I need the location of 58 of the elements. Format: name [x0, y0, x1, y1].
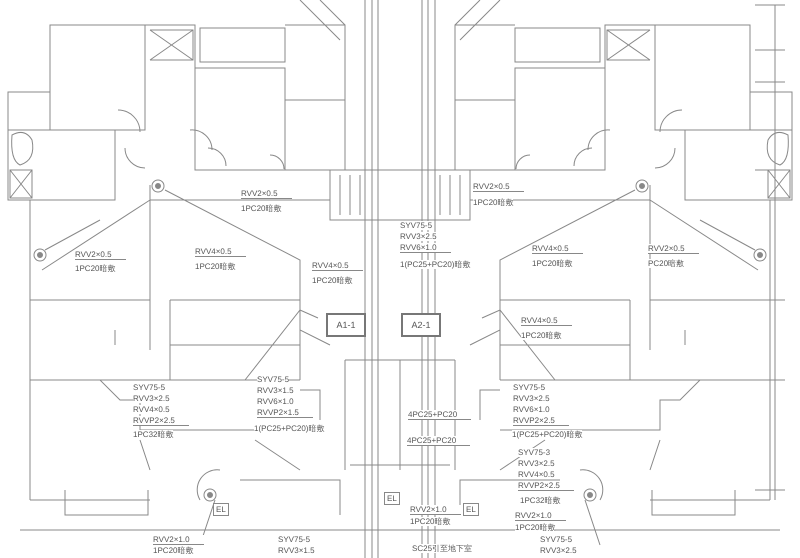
cable-spec: 1PC32暗敷	[520, 496, 560, 505]
cable-spec: RVV6×1.0	[513, 405, 550, 414]
cable-spec: RVV2×0.5	[241, 189, 292, 199]
cable-spec: 1PC20暗敷	[153, 546, 194, 555]
equipment-tag: EL	[213, 503, 229, 516]
cable-spec: RVV2×0.5	[648, 244, 699, 254]
cable-spec: 4PC25+PC20	[407, 436, 470, 446]
cable-spec: RVV6×1.0	[400, 243, 451, 253]
cable-spec: RVV4×0.5	[532, 244, 583, 254]
cable-spec: SYV75-5	[133, 383, 166, 392]
cable-spec: 1(PC25+PC20)暗敷	[512, 430, 582, 439]
cable-spec: RVVP2×2.5	[133, 416, 189, 426]
cable-spec: RVV3×2.5	[540, 546, 577, 555]
cable-spec: SYV75-5	[540, 535, 572, 544]
equipment-tag: EL	[384, 492, 400, 505]
cable-spec: 1PC20暗敷	[312, 276, 352, 285]
cable-spec: RVV2×0.5	[75, 250, 126, 260]
cable-spec: 1PC20暗敷	[515, 523, 556, 532]
cable-spec: 4PC25+PC20	[408, 410, 472, 420]
cable-spec: SYV75-5	[278, 535, 310, 544]
cable-spec: RVV4×0.5	[521, 316, 572, 326]
cable-spec: RVV3×1.5	[278, 546, 315, 555]
panel-label-box: A1-1	[326, 313, 366, 337]
cable-spec: RVV6×1.0	[257, 397, 294, 406]
cable-spec: RVV2×1.0	[410, 505, 461, 515]
cable-spec: RVV4×0.5	[312, 261, 363, 271]
cable-spec: RVV2×0.5	[473, 182, 524, 192]
cable-spec: 1(PC25+PC20)暗敷	[400, 260, 470, 269]
cable-spec: RVV3×2.5	[400, 232, 437, 241]
cable-spec: SYV75-5	[257, 375, 290, 384]
cable-spec: 1PC20暗敷	[410, 517, 450, 526]
cable-spec: 1PC20暗敷	[195, 262, 236, 271]
cable-spec: RVVP2×2.5	[513, 416, 569, 426]
cable-spec: RVV3×1.5	[257, 386, 294, 395]
equipment-tag: EL	[463, 503, 479, 516]
cable-spec: 1PC20暗敷	[241, 204, 282, 213]
cable-spec: 1(PC25+PC20)暗敷	[254, 424, 324, 433]
cable-spec: RVV4×0.5	[518, 470, 555, 479]
cable-spec: RVV4×0.5	[195, 247, 246, 257]
cable-spec: SC25引至地下室	[412, 544, 472, 553]
cable-spec: 1PC20暗敷	[532, 259, 572, 268]
panel-label-box: A2-1	[401, 313, 441, 337]
cable-spec: RVV3×2.5	[518, 459, 555, 468]
cable-spec: RVV2×1.0	[153, 535, 204, 545]
cable-spec: RVVP2×2.5	[518, 481, 574, 491]
cable-spec: RVV3×2.5	[133, 394, 170, 403]
cable-spec: 1PC20暗敷	[473, 198, 514, 207]
cable-spec: SYV75-3	[518, 448, 550, 457]
cable-spec: RVV2×1.0	[515, 511, 566, 521]
cable-spec: RVVP2×1.5	[257, 408, 313, 418]
cable-spec: RVV3×2.5	[513, 394, 550, 403]
cable-spec: RVV4×0.5	[133, 405, 170, 414]
cable-spec: PC20暗敷	[648, 259, 684, 268]
cable-spec: 1PC20暗敷	[521, 331, 562, 340]
cable-spec: SYV75-5	[400, 221, 432, 230]
cable-spec: 1PC32暗敷	[133, 430, 174, 439]
cable-spec: 1PC20暗敷	[75, 264, 116, 273]
cable-spec: SYV75-5	[513, 383, 546, 392]
